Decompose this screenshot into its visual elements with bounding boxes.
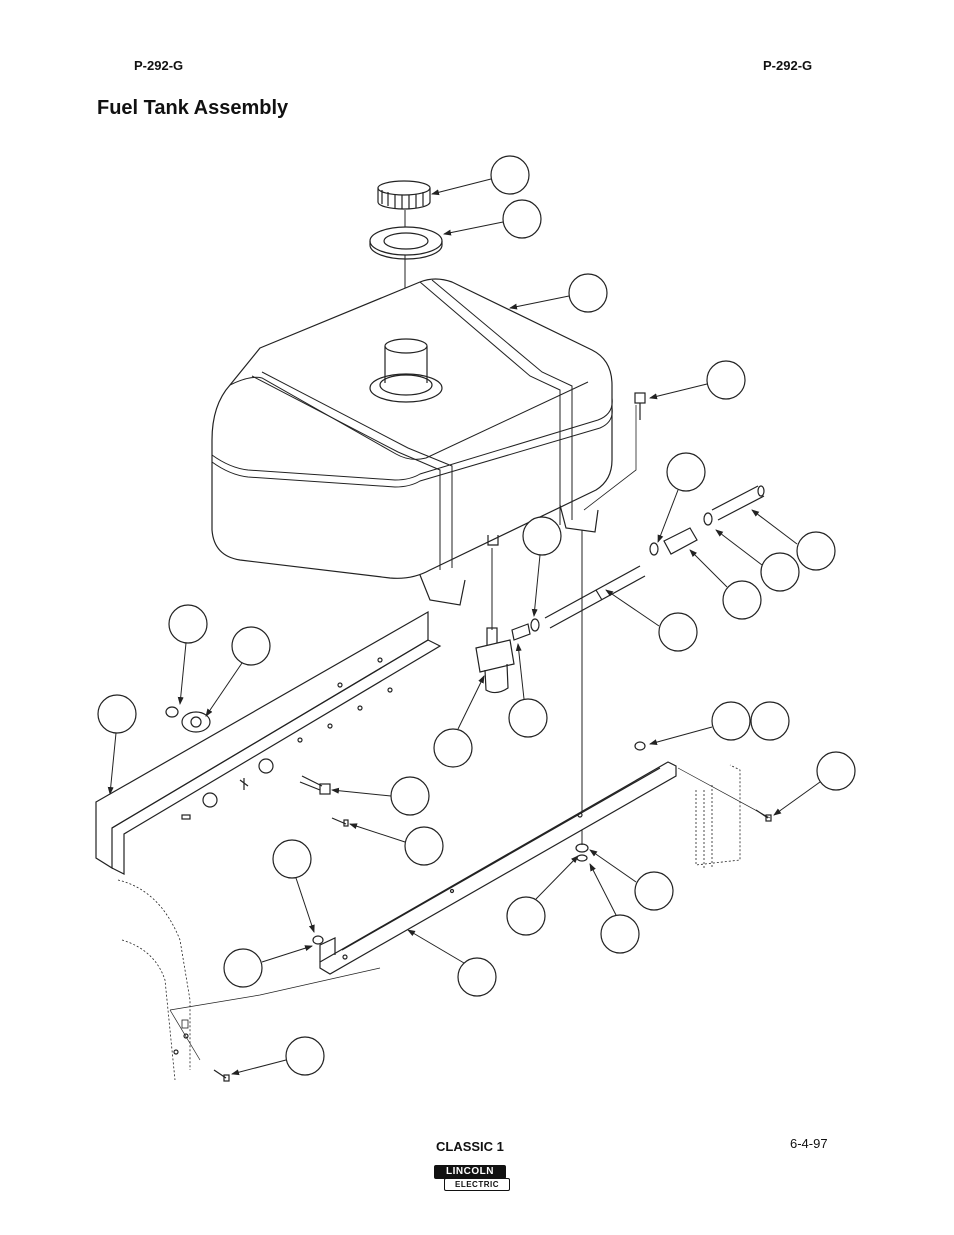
washer-nut	[312, 741, 646, 945]
page-code-right: P-292-G	[763, 58, 813, 73]
cap-gasket	[369, 226, 443, 260]
logo-line-2: ELECTRIC	[444, 1178, 510, 1191]
logo-line-1: LINCOLN	[434, 1165, 506, 1179]
rail-bolt	[299, 775, 349, 827]
page-title: Fuel Tank Assembly	[97, 97, 289, 119]
lincoln-electric-logo: LINCOLN ELECTRIC	[434, 1165, 512, 1192]
left-mounting-rail	[95, 610, 442, 875]
hose-clamp	[530, 512, 713, 632]
page-code-left: P-292-G	[134, 58, 184, 73]
revision-date: 6-4-97	[790, 1136, 828, 1151]
callout-balloons	[97, 155, 856, 1076]
fuel-tank	[211, 278, 613, 606]
lower-right-rail	[319, 761, 677, 975]
screw	[213, 809, 772, 1082]
frame-outline	[117, 764, 741, 1081]
inline-filter	[663, 527, 698, 555]
model-name: CLASSIC 1	[436, 1139, 504, 1154]
leader-arrows	[107, 178, 821, 1076]
fuel-cap	[377, 180, 431, 210]
vibration-mount	[165, 706, 211, 733]
fuel-shutoff-valve	[475, 627, 515, 694]
fuel-hose-lower	[544, 565, 646, 629]
fitting	[511, 623, 531, 641]
fuel-hose-upper	[711, 485, 765, 521]
bolt	[634, 392, 646, 420]
